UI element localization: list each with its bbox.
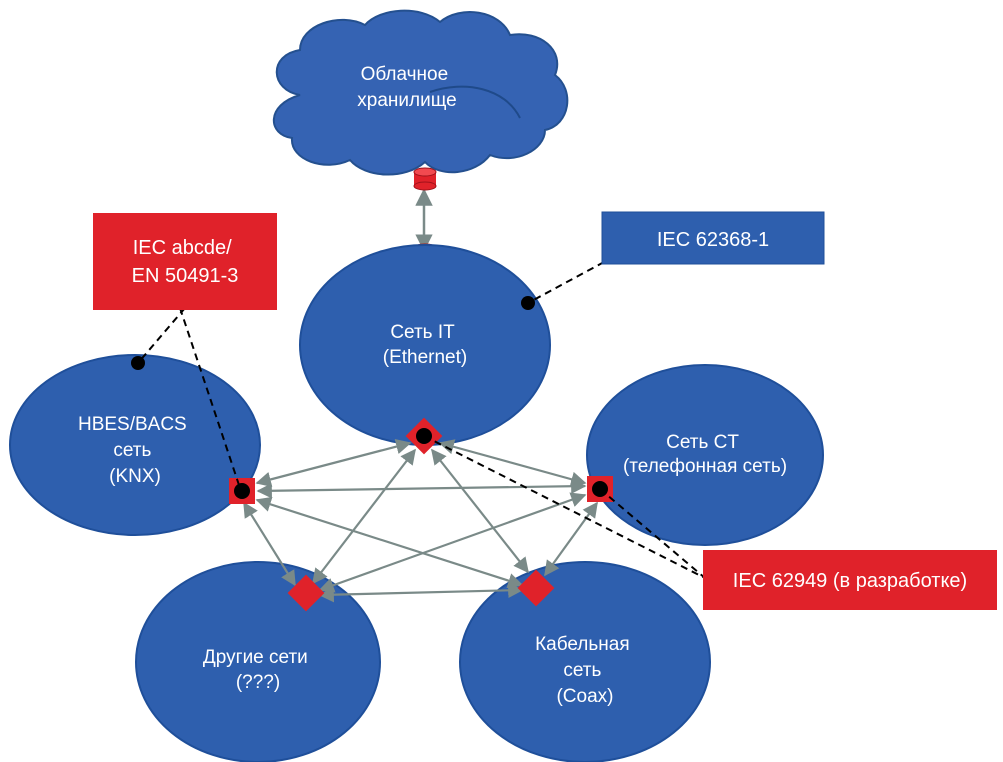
dashed-leaders: [137, 261, 706, 579]
leader-dot-hbes: [131, 356, 145, 370]
standard-iec-62368-label: IEC 62368-1: [657, 229, 769, 251]
cloud-storage: Облачное хранилище: [272, 9, 569, 176]
node-it-label: Сеть IT (Ethernet): [383, 322, 467, 368]
standard-iec-62949-label: IEC 62949 (в разработке): [733, 570, 967, 592]
cloud-label: Облачное хранилище: [357, 64, 456, 111]
leader-dot-it: [521, 296, 535, 310]
cloud-shade-line: [429, 85, 521, 119]
node-other-label: Другие сети (???): [203, 647, 313, 693]
node-hbes-network: HBES/BACS сеть (KNX): [9, 354, 261, 536]
node-other-network: Другие сети (???): [135, 561, 381, 762]
connector-cable: [517, 569, 555, 607]
standard-iec-62949: IEC 62949 (в разработке): [703, 550, 997, 610]
node-it-network: Сеть IT (Ethernet): [299, 244, 551, 446]
cloud-connector-icon: [413, 167, 437, 191]
node-hbes-label: HBES/BACS сеть (KNX): [78, 414, 192, 487]
node-cable-label: Кабельная сеть (Coax): [535, 634, 635, 707]
node-cable-network: Кабельная сеть (Coax): [459, 561, 711, 762]
standard-iec-abcde-label: IEC abcde/ EN 50491-3: [132, 237, 239, 287]
standard-iec-62368: IEC 62368-1: [601, 211, 825, 265]
cloud-shape: [272, 9, 569, 176]
mesh-links: [243, 439, 598, 603]
connector-hbes: [229, 478, 255, 504]
connector-other: [287, 574, 325, 612]
node-ct-label: Сеть CT (телефонная сеть): [623, 432, 787, 477]
standard-iec-abcde: IEC abcde/ EN 50491-3: [93, 213, 277, 310]
node-ct-network: Сеть CT (телефонная сеть): [586, 364, 824, 546]
